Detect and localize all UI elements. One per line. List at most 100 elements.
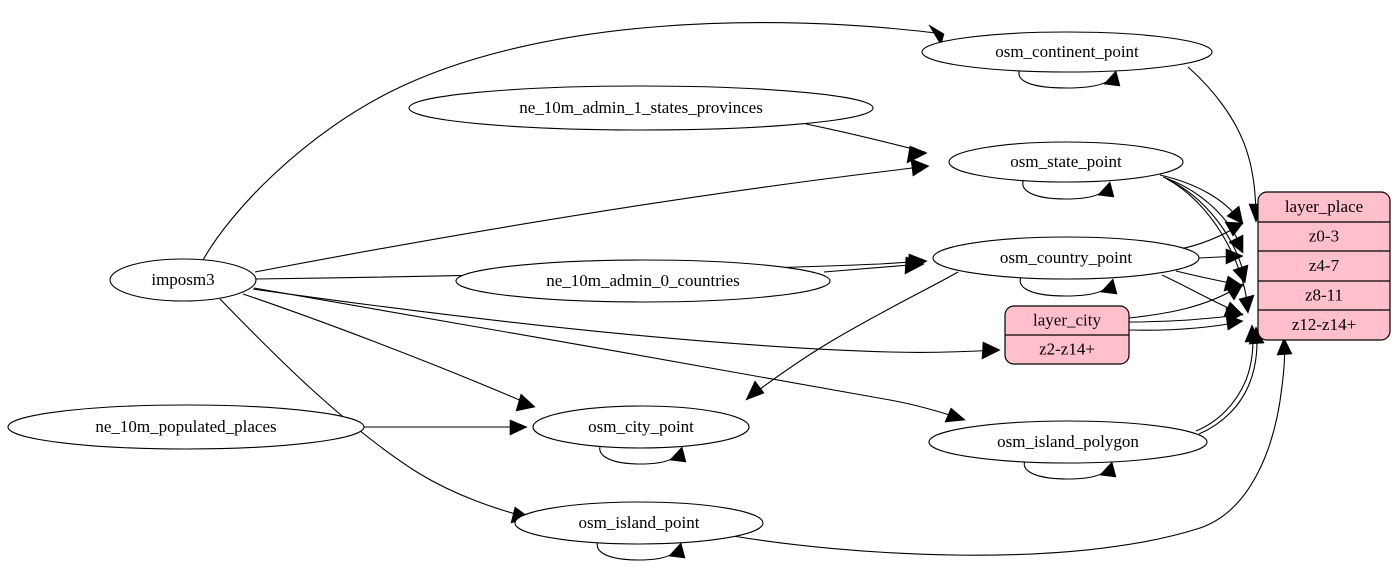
node-osm_continent_point[interactable]: osm_continent_point <box>921 31 1213 73</box>
node-label: osm_island_point <box>579 513 700 532</box>
record-row-label: z0-3 <box>1309 226 1339 245</box>
record-row-label: layer_place <box>1285 197 1363 216</box>
edge-line <box>726 340 1286 556</box>
edge-line <box>1128 321 1241 331</box>
node-osm_city_point[interactable]: osm_city_point <box>532 405 750 449</box>
edge-osm_state_point-to-layer_place <box>1162 176 1244 254</box>
node-label: osm_country_point <box>1000 248 1132 267</box>
edge-osm_country_point-to-layer_place <box>1179 221 1244 250</box>
node-shape-ellipse <box>932 236 1200 280</box>
arrowhead-icon <box>904 256 925 275</box>
arrowhead-icon <box>1228 234 1244 254</box>
node-layer_place[interactable]: layer_place z0-3 z4-7 z8-11 z12-z14+ <box>1257 191 1391 341</box>
node-ne_10m_admin_0_countries[interactable]: ne_10m_admin_0_countries <box>455 259 831 303</box>
arrowhead-icon <box>669 446 687 463</box>
node-shape-ellipse <box>921 31 1213 73</box>
node-label: imposm3 <box>151 270 214 289</box>
edge-imposm3-to-osm_state_point <box>254 158 930 273</box>
edge-imposm3-to-osm_island_polygon <box>253 287 966 423</box>
edge-line <box>1164 177 1246 281</box>
edge-layer_city-to-layer_place <box>1128 283 1244 319</box>
edge-line <box>252 288 998 353</box>
edge-self-osm_country_point <box>1019 271 1118 297</box>
edge-osm_state_point-to-layer_place <box>1159 174 1244 225</box>
nodes-layer: imposm3 ne_10m_admin_1_states_provincesne… <box>7 31 1391 545</box>
arrowhead-icon <box>509 419 528 436</box>
arrowhead-icon <box>1103 70 1121 87</box>
arrowhead-icon <box>1225 248 1244 265</box>
edge-imposm3-to-layer_city <box>252 288 1001 360</box>
arrowhead-icon <box>944 407 966 423</box>
edge-imposm3-to-osm_city_point <box>242 293 536 412</box>
arrowhead-icon <box>745 380 765 401</box>
edge-line <box>1128 285 1241 319</box>
node-shape-ellipse <box>109 258 257 302</box>
arrowhead-icon <box>1238 294 1255 314</box>
arrowhead-icon <box>1276 337 1293 356</box>
node-shape-record <box>1257 191 1391 341</box>
node-label: osm_continent_point <box>995 42 1139 61</box>
record-row-label: z12-z14+ <box>1292 315 1356 334</box>
node-shape-ellipse <box>514 501 764 545</box>
node-label: ne_10m_populated_places <box>95 417 276 436</box>
node-osm_state_point[interactable]: osm_state_point <box>948 141 1184 183</box>
edge-line <box>242 293 534 407</box>
edge-osm_country_point-to-osm_city_point <box>745 271 959 401</box>
edge-line <box>254 165 929 273</box>
edge-line <box>1198 329 1258 435</box>
node-osm_country_point[interactable]: osm_country_point <box>932 236 1200 280</box>
node-shape-ellipse <box>7 404 365 450</box>
node-shape-ellipse <box>455 259 831 303</box>
record-row-label: z4-7 <box>1309 256 1340 275</box>
node-shape-ellipse <box>408 85 874 131</box>
edge-self-osm_city_point <box>599 440 687 465</box>
edge-line <box>202 22 945 261</box>
node-shape-ellipse <box>948 141 1184 183</box>
arrowhead-icon <box>1099 461 1117 478</box>
node-label: ne_10m_admin_1_states_provinces <box>519 98 763 117</box>
edge-self-osm_island_polygon <box>1023 455 1117 480</box>
node-label: osm_island_polygon <box>997 432 1139 451</box>
edge-ne_10m_admin_0_countries-to-osm_country_point <box>823 256 925 275</box>
arrowhead-icon <box>1100 278 1118 295</box>
edge-line <box>747 271 959 399</box>
arrowhead-icon <box>981 341 1001 360</box>
record-row-label: z8-11 <box>1305 285 1343 304</box>
node-osm_island_polygon[interactable]: osm_island_polygon <box>928 420 1208 464</box>
edge-ne_10m_admin_1_states_provinces-to-osm_state_point <box>805 123 928 164</box>
edge-self-osm_continent_point <box>1018 64 1121 89</box>
edge-imposm3-to-osm_continent_point <box>202 22 945 261</box>
record-row-label: z2-z14+ <box>1039 339 1095 358</box>
node-label: ne_10m_admin_0_countries <box>546 271 740 290</box>
edge-osm_island_point-to-layer_place <box>726 337 1293 556</box>
record-row-label: layer_city <box>1033 310 1101 329</box>
node-imposm3[interactable]: imposm3 <box>109 258 257 302</box>
edge-osm_country_point-to-layer_place <box>1198 248 1244 265</box>
node-label: osm_city_point <box>588 417 694 436</box>
edge-self-osm_state_point <box>1022 175 1115 200</box>
arrowhead-icon <box>1225 314 1244 331</box>
edge-osm_island_polygon-to-layer_place <box>1198 326 1265 435</box>
node-layer_city[interactable]: layer_city z2-z14+ <box>1004 305 1130 365</box>
edge-ne_10m_populated_places-to-osm_city_point <box>364 419 528 436</box>
node-ne_10m_populated_places[interactable]: ne_10m_populated_places <box>7 404 365 450</box>
arrowhead-icon <box>515 393 536 412</box>
arrowhead-icon <box>1097 181 1115 198</box>
arrowhead-icon <box>1224 283 1244 301</box>
node-ne_10m_admin_1_states_provinces[interactable]: ne_10m_admin_1_states_provinces <box>408 85 874 131</box>
node-label: osm_state_point <box>1010 152 1122 171</box>
node-shape-ellipse <box>532 405 750 449</box>
edge-line <box>805 123 926 153</box>
arrowhead-icon <box>1226 205 1244 225</box>
edge-self-osm_island_point <box>596 536 686 561</box>
arrowhead-icon <box>910 158 930 177</box>
edge-line <box>1187 66 1257 221</box>
edge-layer_city-to-layer_place <box>1128 314 1244 331</box>
arrowhead-icon <box>928 24 945 46</box>
arrowhead-icon <box>668 542 686 559</box>
edge-line <box>253 287 963 420</box>
edge-line <box>219 298 528 518</box>
arrowhead-icon <box>906 145 928 164</box>
node-osm_island_point[interactable]: osm_island_point <box>514 501 764 545</box>
